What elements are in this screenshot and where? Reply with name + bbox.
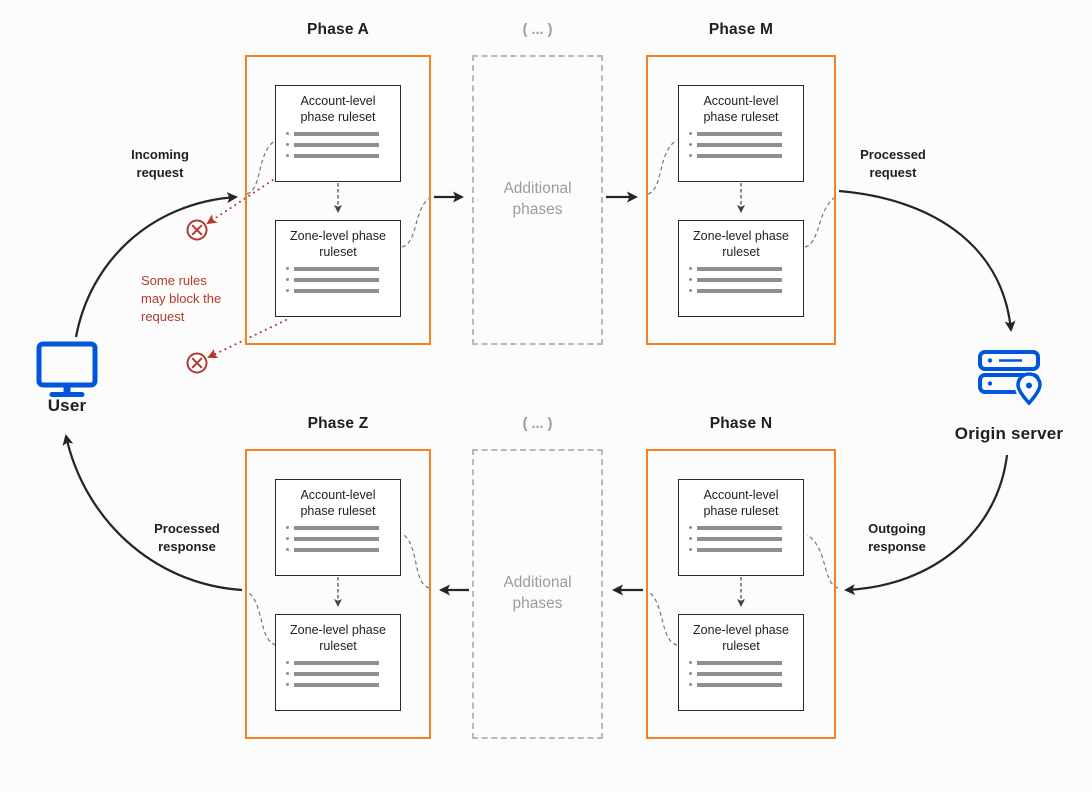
phase-z-box: Account-level phase ruleset Zone-level p…: [245, 449, 431, 739]
dashed-connector: [806, 534, 839, 589]
phase-a-box: Account-level phase ruleset Zone-level p…: [245, 55, 431, 345]
zone-ruleset-label: Zone-level phase ruleset: [693, 229, 789, 260]
account-ruleset-label: Account-level phase ruleset: [703, 94, 779, 125]
phase-a-title: Phase A: [307, 21, 369, 38]
block-x-icon: [186, 219, 208, 241]
ruleset-rule-lines: [286, 525, 390, 552]
dashed-connector: [403, 534, 430, 589]
zone-ruleset-label: Zone-level phase ruleset: [290, 623, 386, 654]
phase-z-title: Phase Z: [307, 415, 369, 432]
ruleset-rule-lines: [689, 660, 793, 687]
arrow-incoming-request: [74, 192, 238, 338]
ruleset-rule-lines: [689, 131, 793, 158]
zone-ruleset-label: Zone-level phase ruleset: [693, 623, 789, 654]
ruleset-rule-lines: [689, 525, 793, 552]
account-ruleset-label: Account-level phase ruleset: [703, 488, 779, 519]
processed-request-label: Processed request: [860, 147, 926, 180]
account-ruleset-label: Account-level phase ruleset: [300, 488, 376, 519]
additional-phases-box: Additional phases: [472, 449, 603, 739]
zone-ruleset-box: Zone-level phase ruleset: [275, 220, 401, 317]
incoming-request-label: Incoming request: [131, 147, 189, 180]
processed-response-label: Processed response: [154, 521, 220, 554]
ruleset-rule-lines: [286, 660, 390, 687]
block-x-icon: [186, 352, 208, 374]
user-label: User: [47, 396, 87, 415]
account-ruleset-box: Account-level phase ruleset: [678, 479, 804, 576]
account-ruleset-label: Account-level phase ruleset: [300, 94, 376, 125]
ruleset-rule-lines: [689, 266, 793, 293]
user-icon: [36, 341, 98, 397]
zone-ruleset-box: Zone-level phase ruleset: [678, 220, 804, 317]
block-note: Some rules may block the request: [141, 273, 222, 325]
account-ruleset-box: Account-level phase ruleset: [275, 479, 401, 576]
zone-ruleset-label: Zone-level phase ruleset: [290, 229, 386, 260]
additional-phases-label: Additional phases: [503, 574, 572, 612]
zone-ruleset-box: Zone-level phase ruleset: [275, 614, 401, 711]
dashed-connector: [648, 591, 678, 646]
origin-server-label: Origin server: [954, 424, 1064, 443]
outgoing-response-label: Outgoing response: [868, 521, 926, 554]
arrow-processed-request: [838, 189, 1016, 332]
additional-phases-box: Additional phases: [472, 55, 603, 345]
arrow-outgoing-response: [844, 454, 1009, 596]
additional-phases-header: ( ... ): [522, 416, 553, 432]
dashed-connector: [247, 591, 277, 646]
arrow-processed-response: [62, 434, 243, 592]
additional-phases-label: Additional phases: [503, 180, 572, 218]
dashed-connector: [804, 195, 838, 248]
additional-phases-header: ( ... ): [522, 22, 553, 38]
zone-ruleset-box: Zone-level phase ruleset: [678, 614, 804, 711]
account-ruleset-box: Account-level phase ruleset: [275, 85, 401, 182]
phase-n-title: Phase N: [709, 415, 773, 432]
origin-server-icon: [978, 350, 1043, 406]
phase-m-title: Phase M: [708, 21, 774, 38]
phase-m-box: Account-level phase ruleset Zone-level p…: [646, 55, 836, 345]
ruleset-rule-lines: [286, 266, 390, 293]
phase-n-box: Account-level phase ruleset Zone-level p…: [646, 449, 836, 739]
dashed-connector: [647, 139, 678, 195]
dashed-connector: [246, 139, 277, 195]
account-ruleset-box: Account-level phase ruleset: [678, 85, 804, 182]
ruleset-rule-lines: [286, 131, 390, 158]
